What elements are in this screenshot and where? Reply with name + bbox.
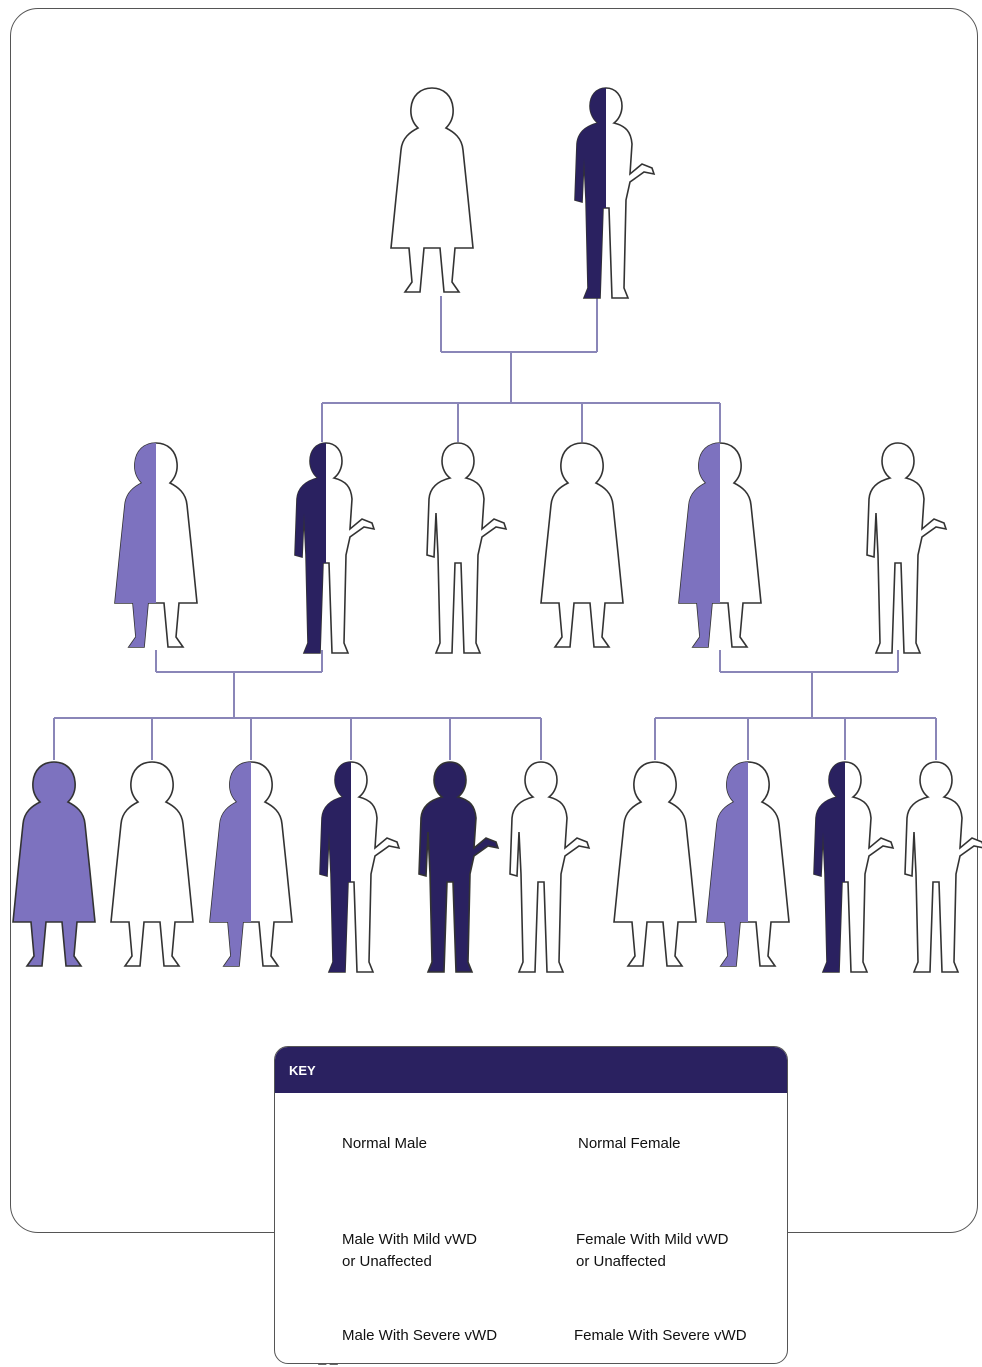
person-gen2-2 — [294, 442, 375, 654]
person-gen3a-2 — [110, 761, 194, 967]
key-label-female-severe: Female With Severe vWD — [574, 1325, 747, 1347]
key-text-male-severe: Male With Severe vWD — [342, 1327, 498, 1344]
person-gen2-5 — [678, 442, 762, 648]
person-gen3a-3 — [209, 761, 293, 967]
key-panel: KEY — [274, 1046, 788, 1364]
key-label-normal-male: Normal Male — [342, 1133, 427, 1155]
key-label-normal-female: Normal Female — [578, 1133, 681, 1155]
key-text-normal-male: Normal Male — [342, 1135, 428, 1152]
person-gen2-3 — [426, 442, 507, 654]
person-gen2-1 — [114, 442, 198, 648]
person-gen3b-4 — [904, 761, 982, 973]
person-gen3a-5 — [418, 761, 499, 973]
key-text-male-mild-2: or Unaffected — [342, 1253, 432, 1270]
person-gen2-4 — [540, 442, 624, 648]
pedigree-people — [12, 87, 982, 973]
person-gen3b-2 — [706, 761, 790, 967]
person-gen3b-1 — [613, 761, 697, 967]
person-gen1-1 — [390, 87, 474, 293]
key-text-male-mild-1: Male With Mild vWD — [342, 1231, 478, 1248]
person-gen3b-3 — [813, 761, 894, 973]
key-text-female-severe: Female With Severe vWD — [574, 1327, 747, 1344]
person-gen3a-4 — [319, 761, 400, 973]
key-text-normal-female: Normal Female — [578, 1135, 681, 1152]
pedigree-connectors — [53, 296, 937, 760]
person-gen1-2 — [574, 87, 655, 299]
key-label-male-severe: Male With Severe vWD — [342, 1325, 497, 1347]
person-gen2-6 — [866, 442, 947, 654]
key-text-female-mild-1: Female With Mild vWD — [576, 1231, 729, 1248]
key-text-female-mild-2: or Unaffected — [576, 1253, 666, 1270]
key-label-male-mild: Male With Mild vWD or Unaffected — [342, 1229, 477, 1273]
key-label-female-mild: Female With Mild vWD or Unaffected — [576, 1229, 729, 1273]
key-header: KEY — [275, 1047, 787, 1093]
person-gen3a-1 — [12, 761, 96, 967]
person-gen3a-6 — [509, 761, 590, 973]
